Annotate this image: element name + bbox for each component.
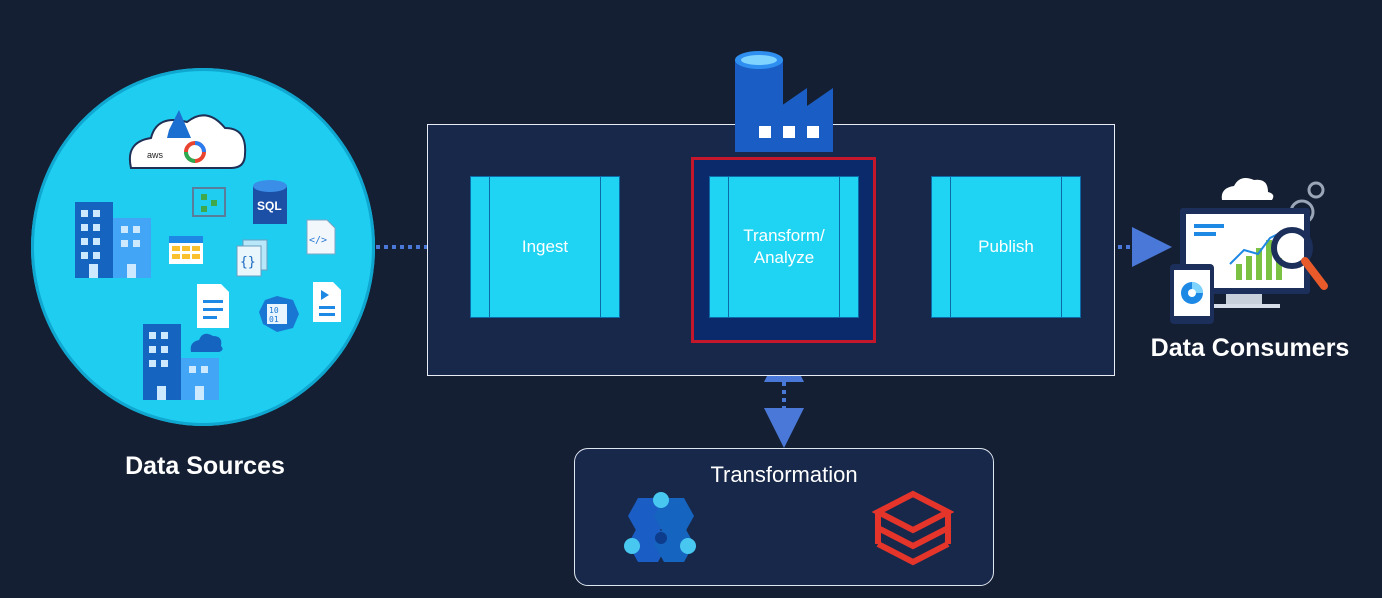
sql-database-icon: SQL	[253, 180, 287, 224]
stage-ingest: Ingest	[470, 176, 620, 318]
svg-text:10: 10	[269, 306, 279, 315]
hdinsight-icon	[624, 492, 696, 562]
stage-publish-label: Publish	[978, 237, 1034, 256]
svg-text:</>: </>	[309, 235, 327, 246]
document-icon	[197, 284, 229, 328]
code-file-icon: </>	[306, 219, 336, 255]
svg-text:SQL: SQL	[257, 199, 282, 213]
dataflow-icon	[192, 187, 226, 217]
data-consumers-label: Data Consumers	[1150, 334, 1350, 362]
json-file-icon: {}	[236, 239, 268, 277]
svg-text:01: 01	[269, 315, 279, 324]
office-building-icon	[75, 202, 151, 278]
data-consumers-icon	[1170, 178, 1328, 324]
stage-publish: Publish	[931, 176, 1081, 318]
stage-transform-analyze: Transform/ Analyze	[709, 176, 859, 318]
data-factory-icon	[735, 51, 833, 152]
stage-ingest-label: Ingest	[521, 237, 569, 256]
data-sources-icons: aws SQL	[75, 110, 341, 400]
data-sources-label: Data Sources	[125, 452, 285, 480]
aws-text: aws	[147, 150, 164, 160]
table-icon	[169, 236, 203, 264]
binary-blob-icon: 10 01	[259, 296, 299, 332]
transformation-title: Transformation	[710, 462, 858, 487]
databricks-icon	[872, 490, 954, 566]
media-file-icon	[313, 282, 341, 322]
cloud-building-icon	[143, 324, 223, 400]
multi-cloud-icon: aws	[129, 110, 247, 169]
svg-text:{}: {}	[240, 255, 256, 270]
stage-transform-label: Transform/ Analyze	[743, 226, 825, 267]
